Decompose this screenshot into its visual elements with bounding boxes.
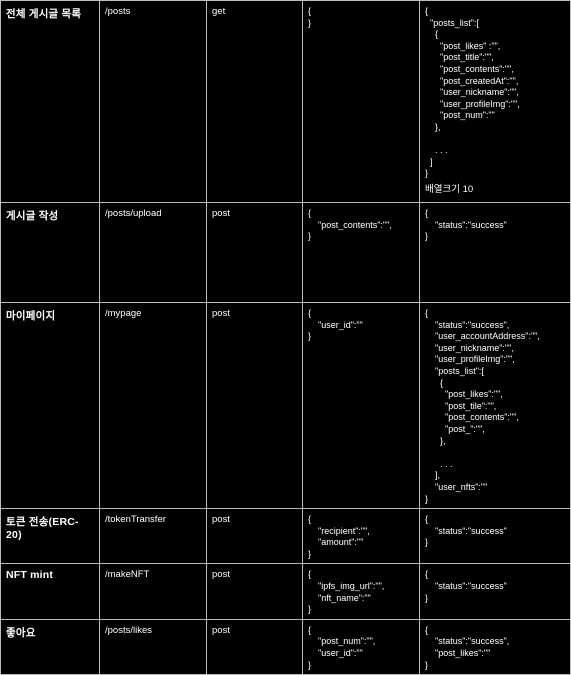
table-row: 전체 게시글 목록 /posts get { } { "posts_list":…: [0, 0, 571, 203]
api-url-cell: /posts/upload: [99, 202, 207, 303]
response-note: 배열크기 10: [425, 183, 474, 195]
api-url-cell: /mypage: [99, 301, 207, 510]
request-body-cell: { "post_contents":"", }: [302, 202, 420, 303]
api-method-cell: post: [206, 618, 303, 675]
response-body-cell: { "status":"success" }: [419, 563, 571, 620]
request-body: { "post_contents":"", }: [308, 208, 392, 242]
api-name-cell: NFT mint: [0, 563, 100, 620]
response-body: { "status":"success", "user_accountAddre…: [425, 308, 540, 504]
request-body-cell: { "recipient":"", "amount":"" }: [302, 508, 420, 565]
api-name-cell: 좋아요: [0, 618, 100, 675]
response-body-cell: { "posts_list":[ { "post_likes" :"", "po…: [419, 0, 571, 203]
response-body-cell: { "status":"success", "user_accountAddre…: [419, 301, 571, 510]
response-body: { "status":"success" }: [425, 569, 507, 603]
api-name-cell: 전체 게시글 목록: [0, 0, 100, 203]
api-method-cell: post: [206, 202, 303, 303]
response-body: { "status":"success", "post_likes":"" }: [425, 624, 510, 670]
api-name-cell: 마이페이지: [0, 301, 100, 510]
table-row: 토큰 전송(ERC-20) /tokenTransfer post { "rec…: [0, 508, 571, 565]
request-body-cell: { "user_id":"" }: [302, 301, 420, 510]
response-body-cell: { "status":"success" }: [419, 202, 571, 303]
request-body: { "recipient":"", "amount":"" }: [308, 514, 370, 559]
api-method-cell: post: [206, 301, 303, 510]
table-row: 좋아요 /posts/likes post { "post_num":"", "…: [0, 618, 571, 675]
request-body: { }: [308, 6, 312, 28]
api-method-cell: get: [206, 0, 303, 203]
request-body: { "ipfs_img_url":"", "nft_name":"" }: [308, 569, 385, 615]
api-url-cell: /makeNFT: [99, 563, 207, 620]
request-body-cell: { "post_num":"", "user_id":"" }: [302, 618, 420, 675]
api-url-cell: /posts: [99, 0, 207, 203]
response-body: { "status":"success" }: [425, 514, 507, 548]
table-row: NFT mint /makeNFT post { "ipfs_img_url":…: [0, 563, 571, 620]
request-body: { "post_num":"", "user_id":"" }: [308, 624, 376, 670]
api-method-cell: post: [206, 508, 303, 565]
table-row: 마이페이지 /mypage post { "user_id":"" } { "s…: [0, 301, 571, 510]
request-body-cell: { }: [302, 0, 420, 203]
request-body-cell: { "ipfs_img_url":"", "nft_name":"" }: [302, 563, 420, 620]
api-url-cell: /tokenTransfer: [99, 508, 207, 565]
api-url-cell: /posts/likes: [99, 618, 207, 675]
response-body: { "status":"success" }: [425, 208, 507, 242]
api-name-cell: 게시글 작성: [0, 202, 100, 303]
response-body-cell: { "status":"success" }: [419, 508, 571, 565]
response-body-cell: { "status":"success", "post_likes":"" }: [419, 618, 571, 675]
table-row: 게시글 작성 /posts/upload post { "post_conten…: [0, 202, 571, 303]
api-name-cell: 토큰 전송(ERC-20): [0, 508, 100, 565]
response-body: { "posts_list":[ { "post_likes" :"", "po…: [425, 6, 520, 179]
request-body: { "user_id":"" }: [308, 308, 363, 342]
api-method-cell: post: [206, 563, 303, 620]
